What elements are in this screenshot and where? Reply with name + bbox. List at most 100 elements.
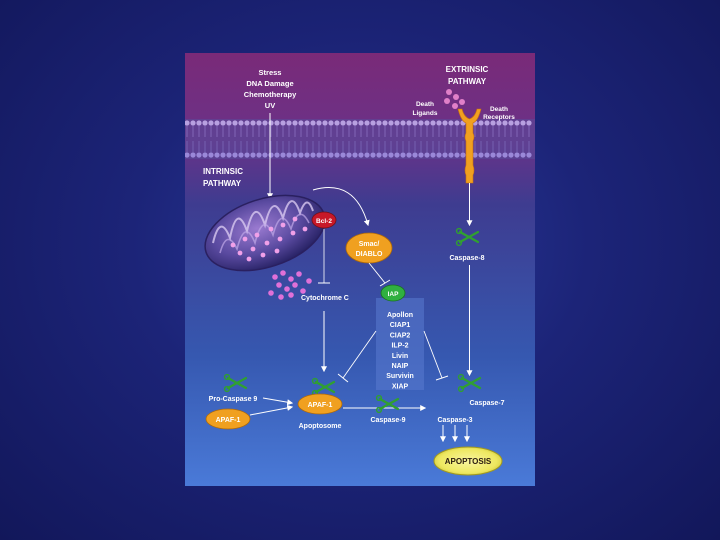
lipid-head	[484, 120, 490, 126]
cell-membrane	[185, 119, 535, 159]
lipid-head	[268, 152, 274, 158]
lipid-head	[358, 152, 364, 158]
lipid-head	[526, 152, 532, 158]
lipid-head	[376, 120, 382, 126]
lipid-head	[370, 120, 376, 126]
lipid-head	[226, 152, 232, 158]
iap-inhibit-caspase-bar	[435, 375, 449, 381]
lipid-head	[322, 152, 328, 158]
lipid-head	[208, 152, 214, 158]
lipid-head	[442, 120, 448, 126]
lipid-head	[520, 120, 526, 126]
cytochrome-c-dot	[280, 270, 286, 276]
caspase7-label: Caspase-7	[469, 400, 504, 407]
apoptosis-label: APOPTOSIS	[445, 457, 492, 466]
stimulus-label-4: UV	[265, 101, 275, 110]
iap-list-box	[376, 298, 424, 390]
caspase3-label: Caspase-3	[437, 417, 472, 424]
lipid-head	[484, 152, 490, 158]
lipid-head	[520, 152, 526, 158]
mitochondrion-icon	[204, 194, 326, 272]
lipid-head	[388, 152, 394, 158]
lipid-head	[292, 120, 298, 126]
lipid-head	[328, 152, 334, 158]
mito-dot	[268, 226, 274, 232]
scissors-icon	[457, 373, 482, 393]
stimulus-label-1: Stress	[259, 68, 282, 77]
cytochrome-c-dot	[284, 286, 290, 292]
lipid-head	[238, 120, 244, 126]
pro-caspase9-label: Pro-Caspase 9	[209, 396, 258, 403]
mito-dot	[264, 240, 270, 246]
mito-dot	[274, 248, 280, 254]
lipid-head	[382, 152, 388, 158]
lipid-head	[478, 120, 484, 126]
lipid-head	[298, 120, 304, 126]
mito-dot	[290, 230, 296, 236]
lipid-head	[304, 152, 310, 158]
mito-dot	[237, 250, 243, 256]
lipid-head	[346, 120, 352, 126]
smac-inhibition-line	[368, 262, 386, 284]
cytochrome-c-dot	[272, 274, 278, 280]
lipid-head	[436, 120, 442, 126]
cytochrome-c-dot	[276, 282, 282, 288]
lipid-head	[190, 152, 196, 158]
apaf1-to-apoptosome-arrow	[249, 404, 294, 416]
lipid-head	[196, 120, 202, 126]
iap-family-list: ApollonCIAP1CIAP2ILP-2LivinNAIPSurvivinX…	[386, 312, 414, 390]
mito-to-smac-arrow	[312, 187, 370, 227]
lipid-head	[310, 152, 316, 158]
lipid-head	[256, 120, 262, 126]
mito-dot	[250, 246, 256, 252]
smac-diablo-node	[345, 232, 393, 264]
iap-family-item: Apollon	[387, 312, 413, 319]
lipid-head	[346, 152, 352, 158]
lipid-head	[196, 152, 202, 158]
death-receptor-icon	[457, 108, 482, 184]
lipid-head	[202, 152, 208, 158]
caspase8-label: Caspase-8	[449, 255, 484, 262]
lipid-head	[430, 152, 436, 158]
lipid-head	[280, 120, 286, 126]
cytochrome-c-dot	[268, 290, 274, 296]
iap-family-item: XIAP	[392, 383, 409, 390]
iap-family-item: NAIP	[392, 363, 409, 370]
lipid-head	[340, 152, 346, 158]
lipid-head	[364, 120, 370, 126]
lipid-head	[190, 120, 196, 126]
lipid-head	[334, 152, 340, 158]
lipid-head	[286, 120, 292, 126]
lipid-head	[400, 120, 406, 126]
lipid-head	[316, 152, 322, 158]
lipid-head	[185, 152, 190, 158]
iap-inhibit-apaf-line	[342, 330, 377, 379]
lipid-head	[388, 120, 394, 126]
lipid-head	[304, 120, 310, 126]
lipid-head	[370, 152, 376, 158]
lipid-head	[412, 152, 418, 158]
iap-family-item: Survivin	[386, 373, 414, 380]
lipid-head	[442, 152, 448, 158]
lipid-head	[232, 152, 238, 158]
cytochrome-c-dot	[292, 282, 298, 288]
mito-dot	[302, 226, 308, 232]
lipid-head	[226, 120, 232, 126]
lipid-head	[490, 152, 496, 158]
apoptosome-label: Apoptosome	[299, 423, 342, 430]
apoptosis-node	[433, 446, 503, 476]
lipid-head	[430, 120, 436, 126]
lipid-head	[460, 152, 466, 158]
lipid-head	[244, 120, 250, 126]
lipid-head	[250, 152, 256, 158]
death-ligand-dots	[444, 89, 465, 109]
lipid-head	[280, 152, 286, 158]
lipid-head	[514, 152, 520, 158]
apaf1-left-node	[205, 408, 251, 430]
lipid-head	[185, 120, 190, 126]
lipid-head	[274, 120, 280, 126]
lipid-head	[352, 120, 358, 126]
smac-label-2: DIABLO	[356, 251, 383, 258]
lipid-head	[436, 152, 442, 158]
lipid-head	[328, 120, 334, 126]
